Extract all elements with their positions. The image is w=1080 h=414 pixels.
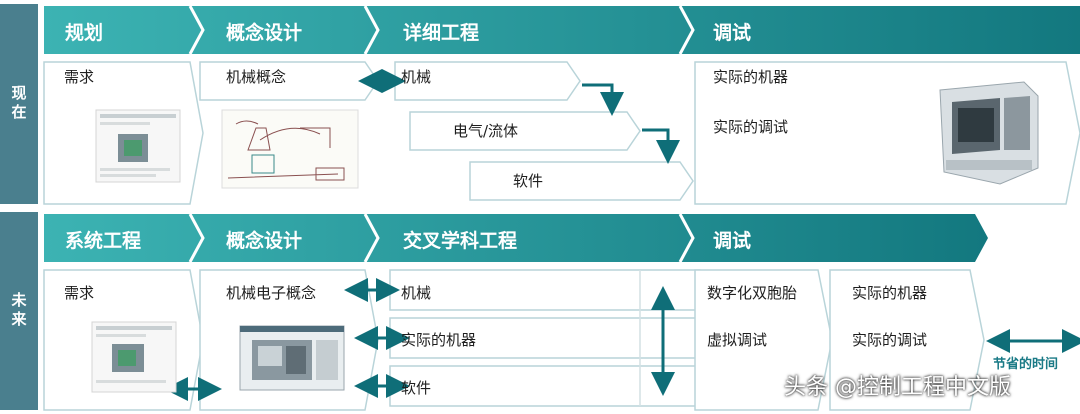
- phase-systems-engineering: 系统工程: [65, 230, 142, 252]
- phase-commissioning-future: 调试: [713, 230, 752, 252]
- label-virtual-commissioning: 虚拟调试: [707, 331, 768, 349]
- label-real-machine-now: 实际的机器: [713, 68, 789, 86]
- sidebar-now: 现在: [0, 4, 38, 204]
- label-software-future: 软件: [401, 379, 432, 397]
- label-requirement-now: 需求: [64, 68, 95, 86]
- phase-interdisciplinary-engineering: 交叉学科工程: [403, 230, 518, 252]
- requirement-doc-thumb-now: [95, 109, 181, 183]
- box-software-future: [389, 365, 714, 407]
- sidebar-now-label: 现在: [9, 85, 28, 123]
- box-virtual-future: [694, 269, 833, 411]
- phase-separators-future: [188, 213, 695, 263]
- box-mechanical-now: [394, 61, 581, 101]
- concept-sketch-thumb-now: [221, 109, 359, 189]
- machine-image-now: [939, 81, 1039, 185]
- label-digital-twin: 数字化双胞胎: [707, 284, 798, 302]
- phase-detail-engineering: 详细工程: [403, 22, 480, 44]
- phase-concept-design: 概念设计: [226, 22, 303, 44]
- box-software-now: [469, 161, 694, 201]
- arrow-elec-to-soft: [642, 128, 680, 164]
- requirement-doc-thumb-future: [91, 321, 177, 393]
- label-electrical-now: 电气/流体: [453, 122, 519, 140]
- mechatronic-model-thumb-future: [239, 325, 345, 391]
- label-real-commissioning-now: 实际的调试: [713, 118, 789, 136]
- label-mechanical-now: 机械: [401, 68, 432, 86]
- phase-band-now: [44, 6, 1080, 54]
- phase-concept-design-future: 概念设计: [226, 230, 303, 252]
- phase-band-future: [44, 214, 988, 262]
- label-concept-future: 机械电子概念: [226, 284, 317, 302]
- box-electrical-now: [409, 111, 641, 151]
- label-real-machine-mid-future: 实际的机器: [401, 331, 477, 349]
- label-concept-now: 机械概念: [226, 68, 287, 86]
- label-real-machine-future: 实际的机器: [852, 284, 928, 302]
- label-software-now: 软件: [513, 172, 544, 190]
- label-mechanical-future: 机械: [401, 284, 432, 302]
- time-saving-label: 节省的时间: [993, 357, 1059, 372]
- label-requirement-future: 需求: [64, 284, 95, 302]
- phase-commissioning: 调试: [713, 22, 752, 44]
- box-real-future: [829, 269, 985, 411]
- phase-planning: 规划: [65, 22, 104, 44]
- watermark: 头条 @控制工程中文版: [784, 375, 1011, 400]
- sidebar-future: 未来: [0, 212, 38, 410]
- phase-separators-now: [188, 5, 695, 55]
- box-mechanical-future: [389, 269, 714, 311]
- label-real-commissioning-future: 实际的调试: [852, 331, 928, 349]
- arrow-mech-to-elec: [582, 83, 624, 116]
- sidebar-future-label: 未来: [9, 292, 28, 330]
